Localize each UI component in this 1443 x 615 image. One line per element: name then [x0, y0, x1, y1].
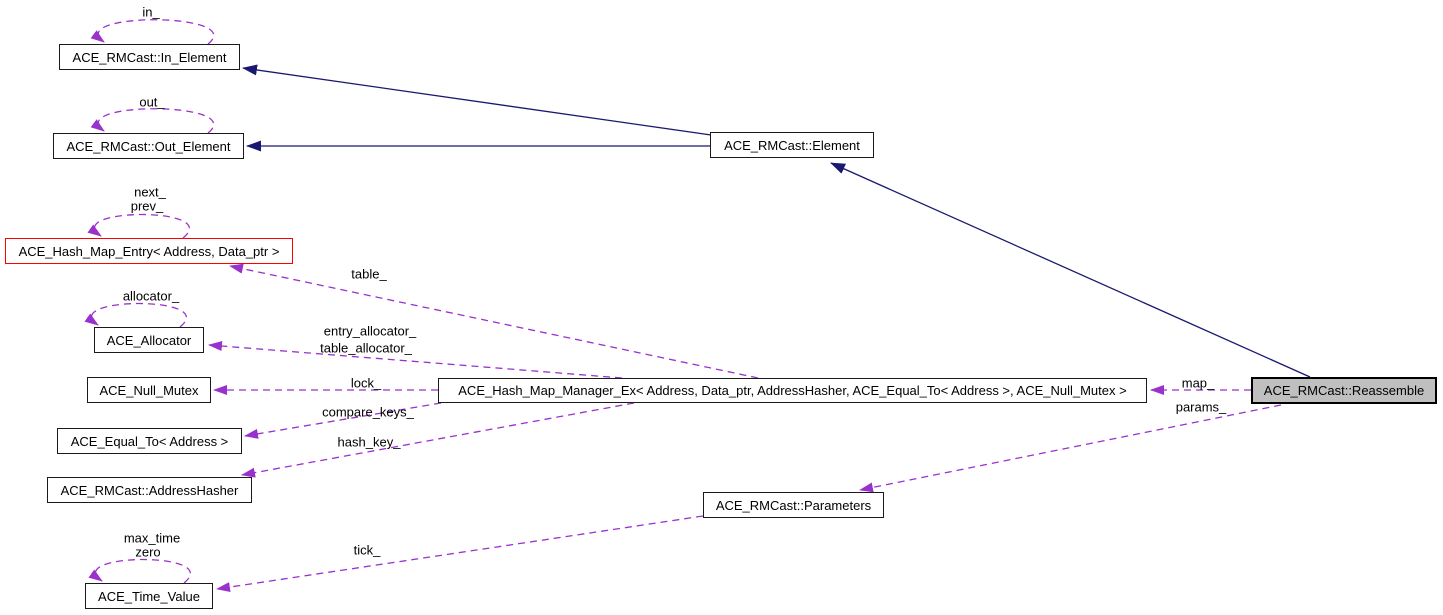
node-hash-map-manager[interactable]: ACE_Hash_Map_Manager_Ex< Address, Data_p… [438, 378, 1147, 403]
edge-manager-to-equal-to-compare-keys [244, 402, 442, 439]
edge-element-to-in-element [242, 64, 712, 136]
edge-label-map: map_ [1181, 375, 1215, 391]
edge-reassemble-to-parameters-params [859, 404, 1282, 493]
edge-label-out: out_ [139, 94, 165, 110]
edge-label-hash-key: hash_key_ [337, 434, 401, 450]
edge-label-prev: prev_ [130, 198, 164, 214]
node-null-mutex[interactable]: ACE_Null_Mutex [87, 377, 211, 403]
edge-label-params: params_ [1175, 399, 1227, 415]
edge-label-zero: zero [135, 544, 161, 560]
node-hash-map-entry[interactable]: ACE_Hash_Map_Entry< Address, Data_ptr > [5, 238, 293, 264]
edge-label-tick: tick_ [353, 542, 381, 558]
node-element[interactable]: ACE_RMCast::Element [710, 132, 874, 158]
edge-manager-to-address-hasher-hash-key [241, 402, 635, 478]
edge-label-in: in_ [142, 4, 160, 20]
edge-label-entry-allocator: entry_allocator_ [323, 323, 417, 339]
edge-label-allocator: allocator_ [122, 288, 180, 304]
edge-label-next: next_ [134, 184, 166, 200]
edge-max-time-zero-self-loop [88, 558, 192, 584]
node-parameters[interactable]: ACE_RMCast::Parameters [703, 492, 884, 518]
edge-label-compare-keys: compare_keys_ [322, 404, 414, 420]
edge-label-lock: lock_ [350, 375, 382, 391]
node-time-value[interactable]: ACE_Time_Value [85, 583, 213, 609]
edge-reassemble-to-element [830, 162, 1311, 378]
node-out-element[interactable]: ACE_RMCast::Out_Element [53, 133, 244, 159]
edge-manager-to-entry-table [229, 263, 759, 379]
edge-allocator-self-loop [84, 302, 188, 328]
edge-in-self-loop [90, 19, 215, 45]
edge-out-self-loop [90, 108, 215, 134]
edge-label-table: table_ [351, 266, 387, 282]
node-reassemble: ACE_RMCast::Reassemble [1251, 377, 1437, 404]
edge-manager-to-allocator [208, 341, 623, 379]
edge-next-prev-self-loop [87, 213, 191, 239]
node-address-hasher[interactable]: ACE_RMCast::AddressHasher [47, 477, 252, 503]
edge-parameters-to-time-value-tick [216, 515, 704, 593]
node-in-element[interactable]: ACE_RMCast::In_Element [59, 44, 240, 70]
edge-label-max-time: max_time [123, 530, 181, 546]
node-equal-to[interactable]: ACE_Equal_To< Address > [57, 428, 242, 454]
node-allocator[interactable]: ACE_Allocator [94, 327, 204, 353]
edge-label-table-allocator: table_allocator_ [320, 340, 412, 356]
